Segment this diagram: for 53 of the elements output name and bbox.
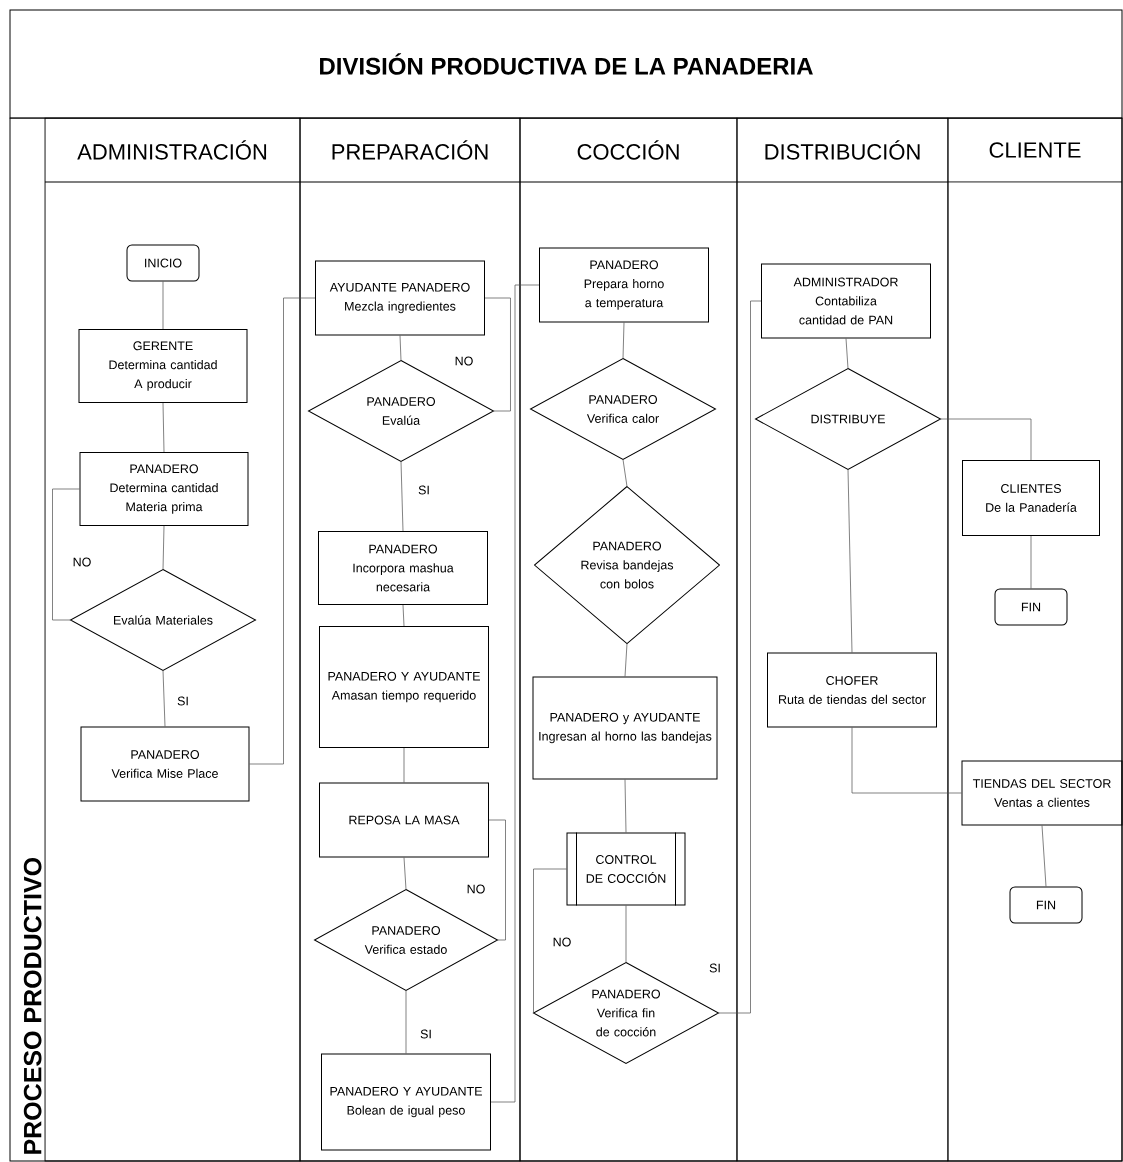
edge-label: SI xyxy=(708,962,722,974)
process-box: ADMINISTRADOR Contabiliza cantidad de PAN xyxy=(761,263,931,339)
connector-line xyxy=(847,469,853,653)
connector-line xyxy=(162,670,166,727)
process-box: PANADERO Verifica Mise Place xyxy=(80,726,250,802)
process-box: PANADERO Y AYUDANTE Amasan tiempo requerido xyxy=(319,626,489,748)
connector-line xyxy=(851,727,962,794)
edge-label: NO xyxy=(551,936,573,948)
connector-line xyxy=(1030,535,1032,589)
connector-line xyxy=(625,905,627,963)
connector-line xyxy=(405,990,407,1054)
subprocess-box: CONTROL DE COCCIÓN xyxy=(566,832,686,906)
edge-label: SI xyxy=(419,1028,433,1040)
terminal-box: INICIO xyxy=(126,244,200,282)
connector-line xyxy=(52,488,80,621)
connector-line xyxy=(402,604,405,627)
connector-line xyxy=(403,747,405,783)
connector-line xyxy=(624,643,628,677)
title-band: DIVISIÓN PRODUCTIVA DE LA PANADERIA xyxy=(9,9,1123,119)
connector-line xyxy=(162,402,165,453)
connector-line xyxy=(403,857,407,890)
connector-line xyxy=(162,281,164,330)
connector-line xyxy=(488,819,506,941)
connector-line xyxy=(845,338,849,369)
connector-line xyxy=(533,868,567,1014)
connector-line xyxy=(162,525,165,570)
process-box: CLIENTES De la Panadería xyxy=(962,460,1100,536)
process-box: AYUDANTE PANADERO Mezcla ingredientes xyxy=(315,260,485,336)
process-box: TIENDAS DEL SECTOR Ventas a clientes xyxy=(961,760,1123,826)
connector-line xyxy=(624,779,627,833)
terminal-box: FIN xyxy=(994,588,1068,626)
connector-line xyxy=(622,322,625,359)
terminal-box: FIN xyxy=(1009,886,1083,924)
connector-line xyxy=(249,297,316,765)
connector-line xyxy=(622,459,628,487)
connector-line xyxy=(399,335,402,361)
edge-label: NO xyxy=(71,556,93,568)
edge-label: SI xyxy=(417,484,431,496)
process-box: PANADERO y AYUDANTE Ingresan al horno las bandejas xyxy=(532,676,718,780)
connector-line xyxy=(400,461,404,532)
connector-line xyxy=(490,284,540,1103)
process-box: PANADERO Prepara horno a temperatura xyxy=(539,247,709,323)
process-box: PANADERO Y AYUDANTE Bolean de igual peso xyxy=(321,1053,491,1151)
connector-line xyxy=(484,297,511,412)
connector-line xyxy=(940,418,1032,461)
connector-line xyxy=(718,300,762,1014)
edge-label: SI xyxy=(176,695,190,707)
process-box: GERENTE Determina cantidad A producir xyxy=(78,329,248,403)
process-box: PANADERO Incorpora mashua necesaria xyxy=(318,531,488,605)
connector-line xyxy=(1041,825,1047,887)
process-box: REPOSA LA MASA xyxy=(319,782,489,858)
process-box: CHOFER Ruta de tiendas del sector xyxy=(767,652,937,728)
process-box: PANADERO Determina cantidad Materia prima xyxy=(79,452,249,526)
